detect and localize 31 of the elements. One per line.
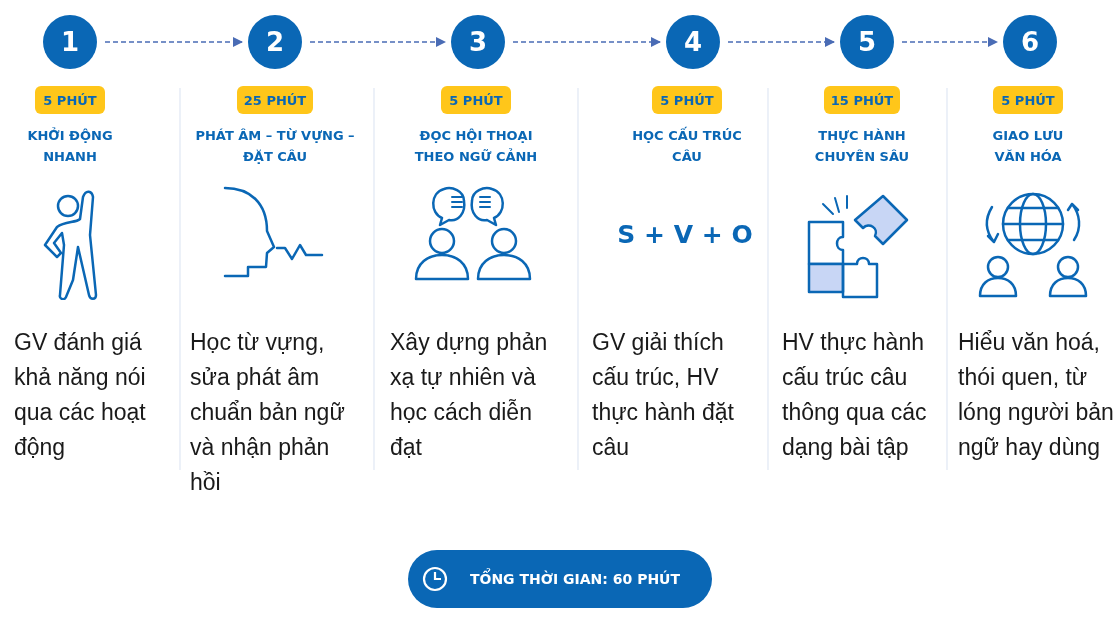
step-description: Hiểu văn hoá, thói quen, từ lóng người bản ngữ hay dùng [958, 328, 1115, 462]
dashed-arrow [309, 37, 446, 47]
step-description: GV đánh giá khả năng nói qua các hoạt động [14, 328, 147, 462]
dashed-arrow [901, 37, 998, 47]
step-description: HV thực hành cấu trúc câu thông qua các dạng bài tập [782, 328, 928, 462]
step-number-circle: 2 [248, 15, 302, 69]
dashed-arrow [104, 37, 243, 47]
total-time-pill: TỔNG THỜI GIAN: 60 PHÚT [408, 550, 712, 608]
duration-badge: 15 PHÚT [824, 86, 900, 114]
step-heading: KHỞI ĐỘNG NHANH [26, 126, 114, 166]
dashed-arrow [512, 37, 661, 47]
step-number-circle: 1 [43, 15, 97, 69]
step-heading: PHÁT ÂM – TỪ VỰNG – ĐẶT CÂU [194, 127, 356, 166]
formula-text: S + V + O [616, 220, 754, 249]
dashed-arrow [727, 37, 835, 47]
step-heading: HỌC CẤU TRÚC CÂU [632, 125, 742, 166]
step-number-circle: 6 [1003, 15, 1057, 69]
duration-badge: 25 PHÚT [237, 86, 313, 114]
duration-badge: 5 PHÚT [993, 86, 1063, 114]
step-description: Học từ vựng, sửa phát âm chuẩn bản ngữ và nhận phản hồi [190, 328, 346, 497]
step-description: Xây dựng phản xạ tự nhiên và học cách diễn đạt [390, 328, 549, 462]
step-number-circle: 4 [666, 15, 720, 69]
duration-badge: 5 PHÚT [35, 86, 105, 114]
step-number-circle: 3 [451, 15, 505, 69]
step-heading: ĐỌC HỘI THOẠI THEO NGỮ CẢNH [413, 127, 539, 166]
duration-badge: 5 PHÚT [652, 86, 722, 114]
duration-badge: 5 PHÚT [441, 86, 511, 114]
step-heading: GIAO LƯU VĂN HÓA [991, 127, 1065, 166]
step-heading: THỰC HÀNH CHUYÊN SÂU [813, 127, 911, 166]
step-description: GV giải thích cấu trúc, HV thực hành đặt câu [592, 328, 735, 462]
step-number-circle: 5 [840, 15, 894, 69]
